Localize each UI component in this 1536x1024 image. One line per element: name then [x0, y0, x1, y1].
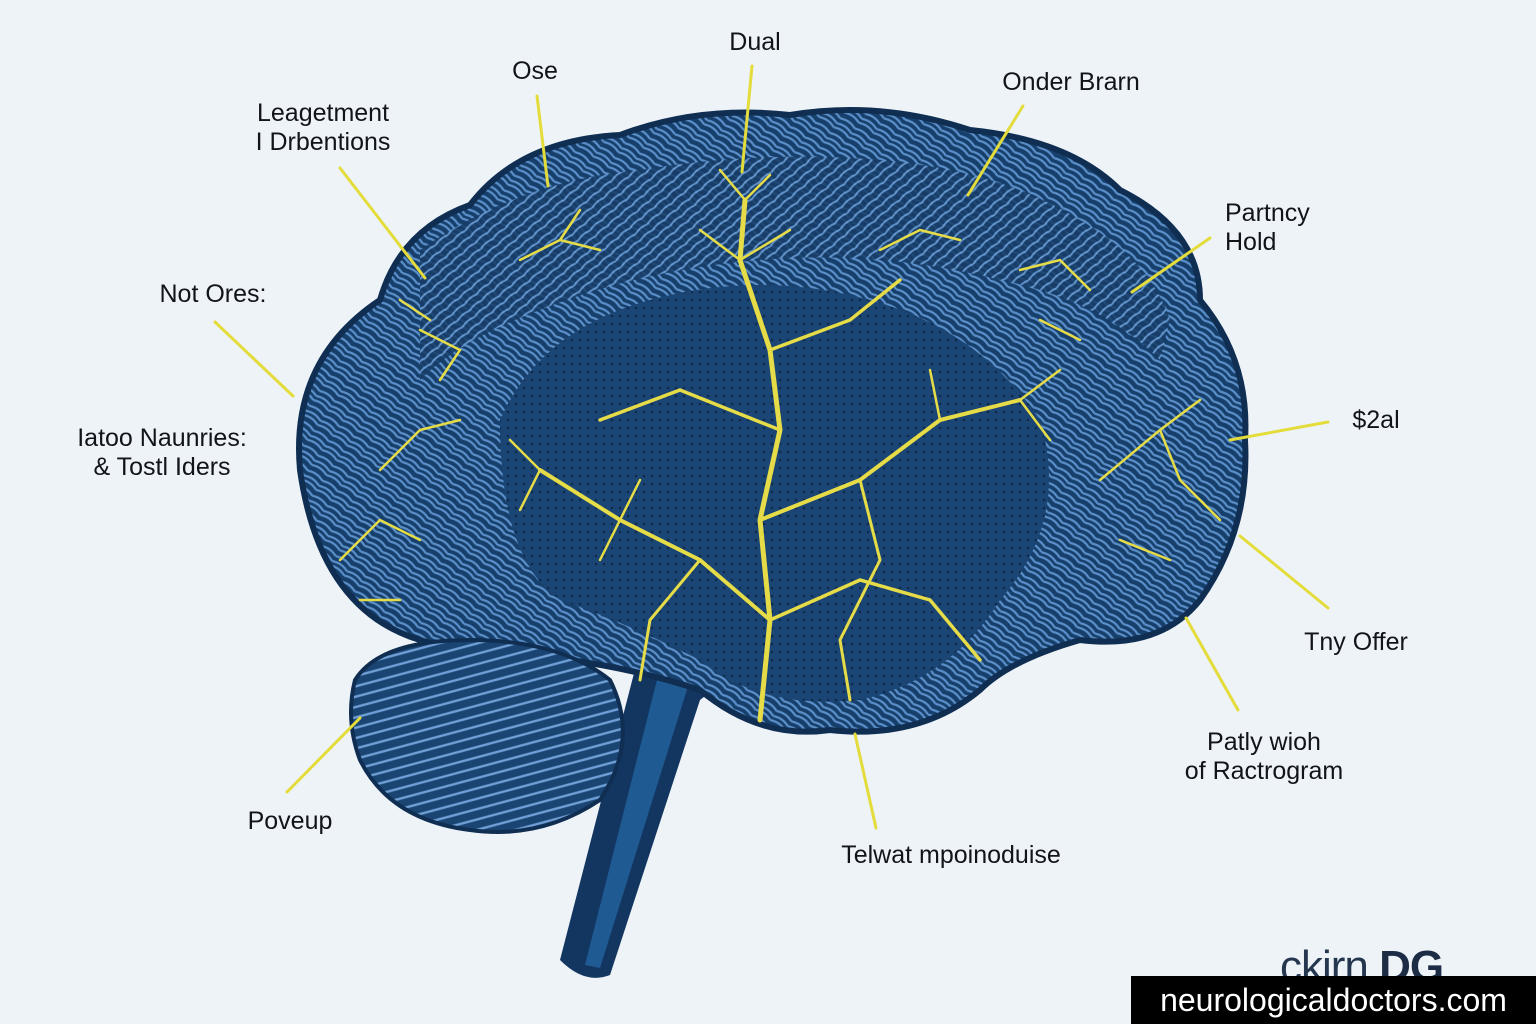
label-dual: Dual: [729, 28, 780, 57]
leader-line-telwat: [853, 732, 878, 830]
label-ose: Ose: [512, 57, 558, 86]
leader-line-onder-brarn: [966, 104, 1025, 197]
label-onder-brarn: Onder Brarn: [1002, 68, 1140, 97]
leader-line-poveup: [285, 716, 362, 794]
cerebrum: [296, 107, 1249, 735]
label-leagetment-line-1: Leagetment: [256, 99, 390, 127]
label-leagetment-line-2: I Drbentions: [255, 128, 391, 156]
label-patly-line-2: of Ractrogram: [1184, 757, 1344, 785]
label-tny-offer-text: Tny Offer: [1304, 628, 1408, 656]
watermark-banner: neurologicaldoctors.com: [1131, 976, 1536, 1024]
label-iatoo: Iatoo Naunries: & Tostl Iders: [77, 424, 247, 482]
label-iatoo-line-1: Iatoo Naunries:: [77, 424, 247, 452]
label-partncy-line-2: Hold: [1225, 228, 1277, 256]
brain-stem: [560, 650, 720, 978]
label-not-ores: Not Ores:: [160, 280, 267, 309]
label-onder-brarn-text: Onder Brarn: [1002, 68, 1140, 96]
label-patly-line-1: Patly wioh: [1207, 728, 1321, 756]
neuron-network: [338, 168, 1222, 723]
label-s2al-text: $2al: [1352, 406, 1400, 434]
leader-line-patly: [1184, 616, 1240, 712]
leader-line-tny-offer: [1238, 534, 1330, 610]
leader-line-dual: [740, 64, 754, 174]
leader-line-partncy: [1130, 236, 1212, 294]
label-poveup: Poveup: [248, 807, 333, 836]
label-ose-text: Ose: [512, 57, 558, 85]
leader-line-not-ores: [213, 320, 295, 398]
label-iatoo-line-2: & Tostl Iders: [93, 453, 231, 481]
label-tny-offer: Tny Offer: [1304, 628, 1408, 657]
label-dual-text: Dual: [729, 28, 781, 56]
label-telwat-text: Telwat mpoinoduise: [841, 841, 1061, 869]
leader-lines: [213, 64, 1330, 830]
label-not-ores-text: Not Ores:: [159, 280, 267, 308]
label-s2al: $2al: [1352, 406, 1399, 435]
cerebellum: [349, 637, 625, 834]
label-telwat: Telwat mpoinoduise: [841, 841, 1061, 870]
label-leagetment: Leagetment I Drbentions: [256, 99, 391, 157]
label-partncy: Partncy Hold: [1225, 199, 1310, 257]
leader-line-s2al: [1228, 420, 1330, 442]
leader-line-leagetment: [338, 166, 427, 280]
leader-line-ose: [535, 94, 550, 188]
label-partncy-line-1: Partncy: [1225, 199, 1310, 227]
label-poveup-text: Poveup: [247, 807, 333, 835]
label-patly: Patly wioh of Ractrogram: [1185, 728, 1343, 786]
